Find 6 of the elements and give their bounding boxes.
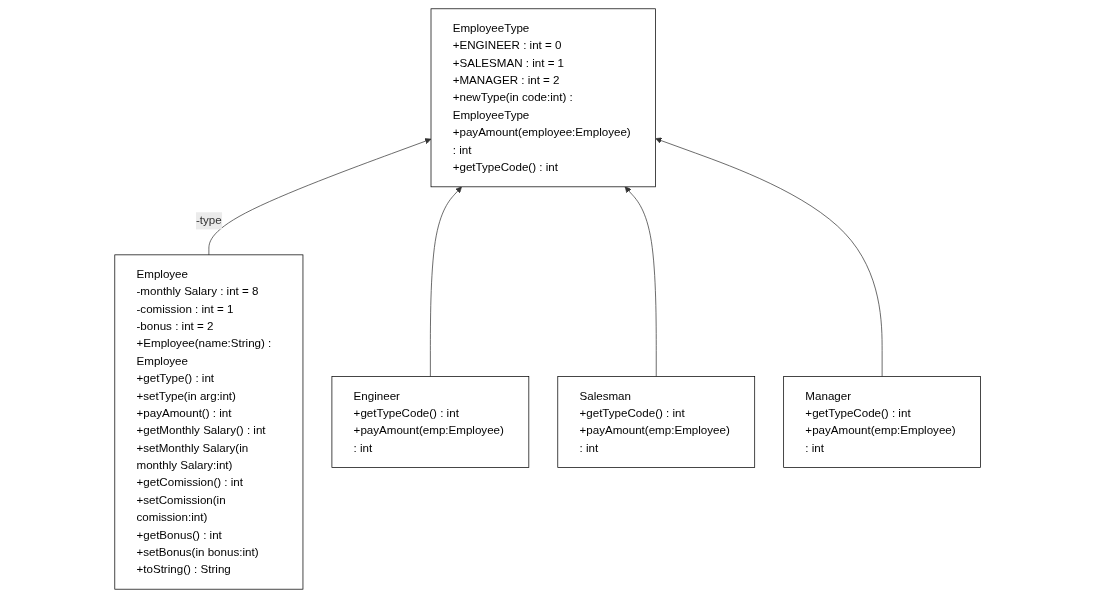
node-box: Manager +getTypeCode() : int +payAmount(emp:Employee) : int [783, 376, 982, 468]
node-box: Salesman +getTypeCode() : int +payAmount(emp:Employee) : int [557, 376, 756, 468]
edge-label: -type [196, 214, 223, 227]
node-box: Employee -monthly Salary : int = 8 -comission : int = 1 -bonus : int = 2 +Employee(name:String) : Employee +getType() : int +setType(in arg:int) +payAmount() : int +getMonthly Salary() : int +setMonthly Salary(in monthly Salary:int) +getComission() : int +setComission(in comission:int) +getBonus() : int +setBonus(in bonus:int) +toString() : String [114, 254, 304, 590]
node-box: EmployeeType +ENGINEER : int = 0 +SALESMAN : int = 1 +MANAGER : int = 2 +newType(in code:int) : EmployeeType +payAmount(employee:Employee) : int +getTypeCode() : int [430, 8, 657, 188]
node-box: Engineer +getTypeCode() : int +payAmount(emp:Employee) : int [331, 376, 530, 468]
